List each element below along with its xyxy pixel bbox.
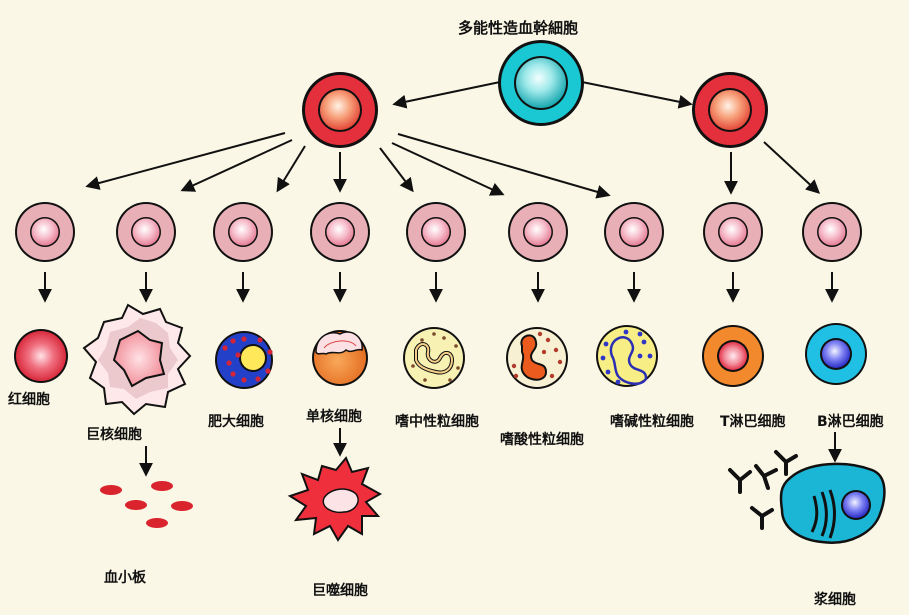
stem-cell (498, 40, 584, 126)
eosinophil-cell (506, 327, 568, 389)
arrow-lymphoid-to-b (763, 141, 821, 194)
precursor-row (15, 202, 862, 262)
label-t-lymphocyte: T淋巴细胞 (720, 414, 786, 430)
label-plasma-cell: 浆细胞 (814, 592, 856, 608)
mast-cell (215, 331, 273, 389)
precursor-t-lymphocyte (703, 202, 763, 262)
label-neutrophil: 嗜中性粒细胞 (395, 414, 479, 430)
lymphoid-progenitor (692, 72, 768, 148)
arrow-myeloid-to-mega (180, 139, 293, 192)
label-b-lymphocyte: B淋巴细胞 (817, 414, 884, 430)
plasma-cell (779, 462, 886, 544)
label-platelet: 血小板 (104, 570, 146, 586)
label-red-blood-cell: 红细胞 (8, 392, 50, 408)
arrow-myeloid-to-eos (391, 142, 505, 196)
precursor-rbc (15, 202, 75, 262)
t-lymphocyte-cell (702, 325, 764, 387)
arrow-stem-to-myeloid (392, 81, 501, 109)
arrow-myeloid-to-neut (379, 147, 414, 193)
macrophage-cell (287, 456, 383, 542)
basophil-cell (596, 325, 658, 387)
arrow-myeloid-to-rbc (85, 132, 286, 190)
title-label: 多能性造血幹細胞 (458, 19, 579, 37)
arrows (38, 81, 842, 477)
label-mast-cell: 肥大细胞 (208, 414, 264, 430)
monocyte-cell (312, 330, 368, 386)
antibodies (728, 450, 798, 530)
red-blood-cell (14, 329, 68, 383)
arrow-stem-to-lymphoid (581, 81, 693, 109)
label-monocyte: 单核细胞 (306, 409, 362, 425)
megakaryocyte-cell (82, 303, 192, 416)
precursor-basophil (604, 202, 664, 262)
arrow-myeloid-to-mast (276, 145, 306, 193)
myeloid-progenitor (302, 72, 378, 148)
label-basophil: 嗜碱性粒细胞 (610, 414, 694, 430)
precursor-monocyte (310, 202, 370, 262)
precursor-mast (213, 202, 273, 262)
arrow-myeloid-to-baso (397, 133, 611, 199)
precursor-eosinophil (508, 202, 568, 262)
label-eosinophil: 嗜酸性粒细胞 (500, 432, 584, 448)
label-megakaryocyte: 巨核细胞 (86, 427, 142, 443)
platelets (100, 481, 193, 528)
b-lymphocyte-cell (805, 323, 867, 385)
precursor-megakaryocyte (116, 202, 176, 262)
label-macrophage: 巨噬细胞 (312, 583, 368, 599)
precursor-neutrophil (406, 202, 466, 262)
precursor-b-lymphocyte (802, 202, 862, 262)
neutrophil-cell (403, 327, 465, 389)
